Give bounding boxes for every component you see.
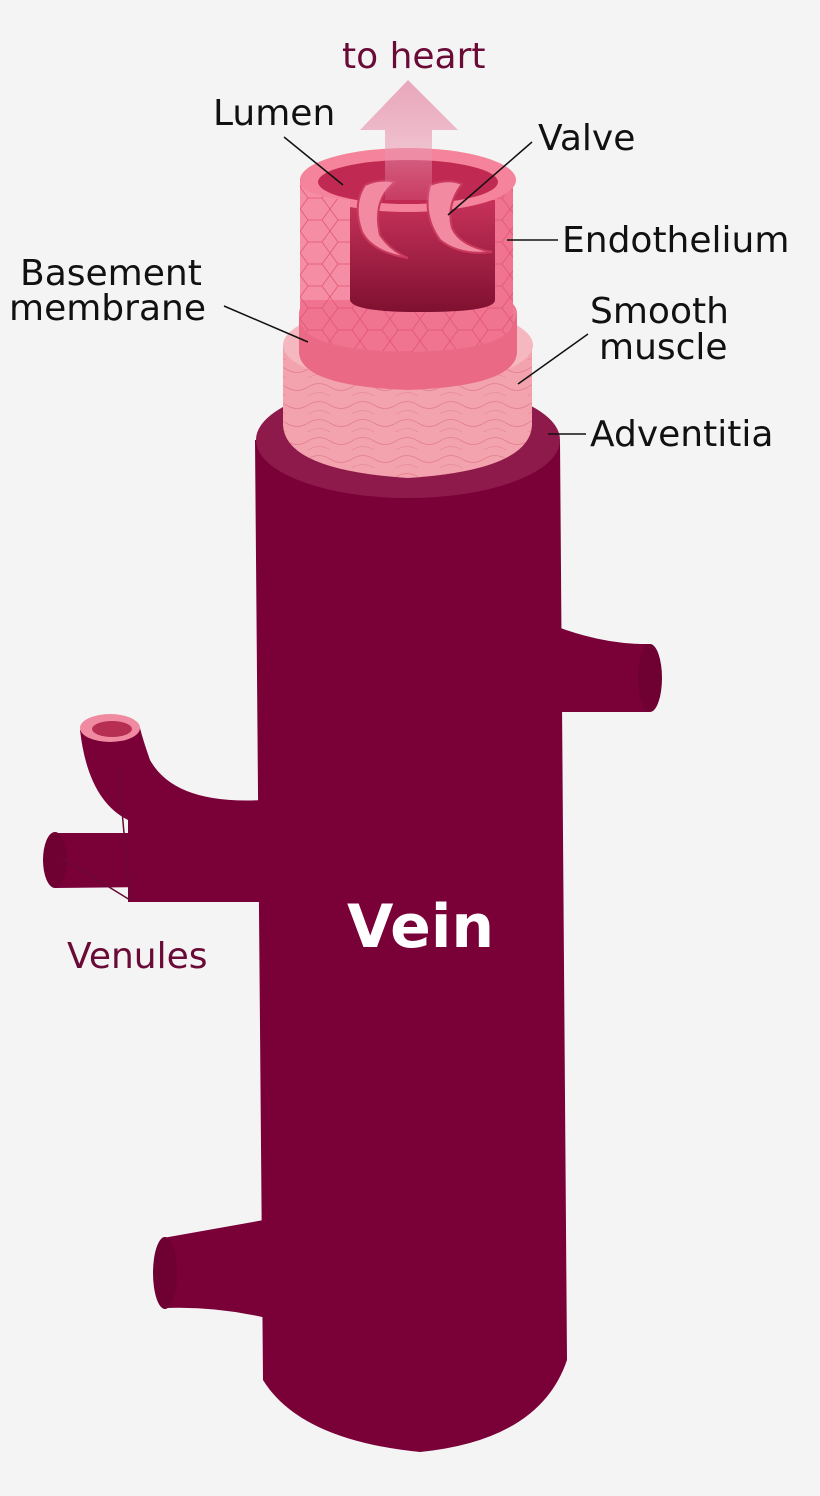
label-basement-line2: membrane <box>9 288 206 329</box>
vein-branch-lower-end <box>153 1237 177 1309</box>
venule-branches <box>43 622 662 1320</box>
leader-basement-membrane <box>223 305 309 343</box>
label-endothelium: Endothelium <box>562 220 790 261</box>
label-valve: Valve <box>538 118 636 159</box>
label-vein: Vein <box>347 892 495 962</box>
venule-left-end <box>43 832 67 888</box>
label-venules: Venules <box>67 936 208 977</box>
vein-branch-lower <box>163 1218 275 1320</box>
leader-venules <box>117 765 131 901</box>
label-smooth-muscle-line1: Smooth <box>590 291 729 332</box>
leader-lines <box>61 136 589 901</box>
endothelium-layer <box>300 148 516 352</box>
label-to-heart: to heart <box>342 36 486 77</box>
flow-arrow-icon <box>360 80 458 200</box>
vein-branch-right <box>545 622 650 712</box>
leader-smooth-muscle <box>517 333 589 385</box>
label-adventitia: Adventitia <box>590 414 774 455</box>
label-basement-line1: Basement <box>20 253 202 294</box>
vein-branch-right-end <box>638 644 662 712</box>
label-lumen: Lumen <box>213 93 336 134</box>
venule-left <box>55 833 263 902</box>
leader-lumen <box>283 136 344 186</box>
label-smooth-muscle-line2: muscle <box>599 327 728 368</box>
leader-valve <box>447 141 533 216</box>
